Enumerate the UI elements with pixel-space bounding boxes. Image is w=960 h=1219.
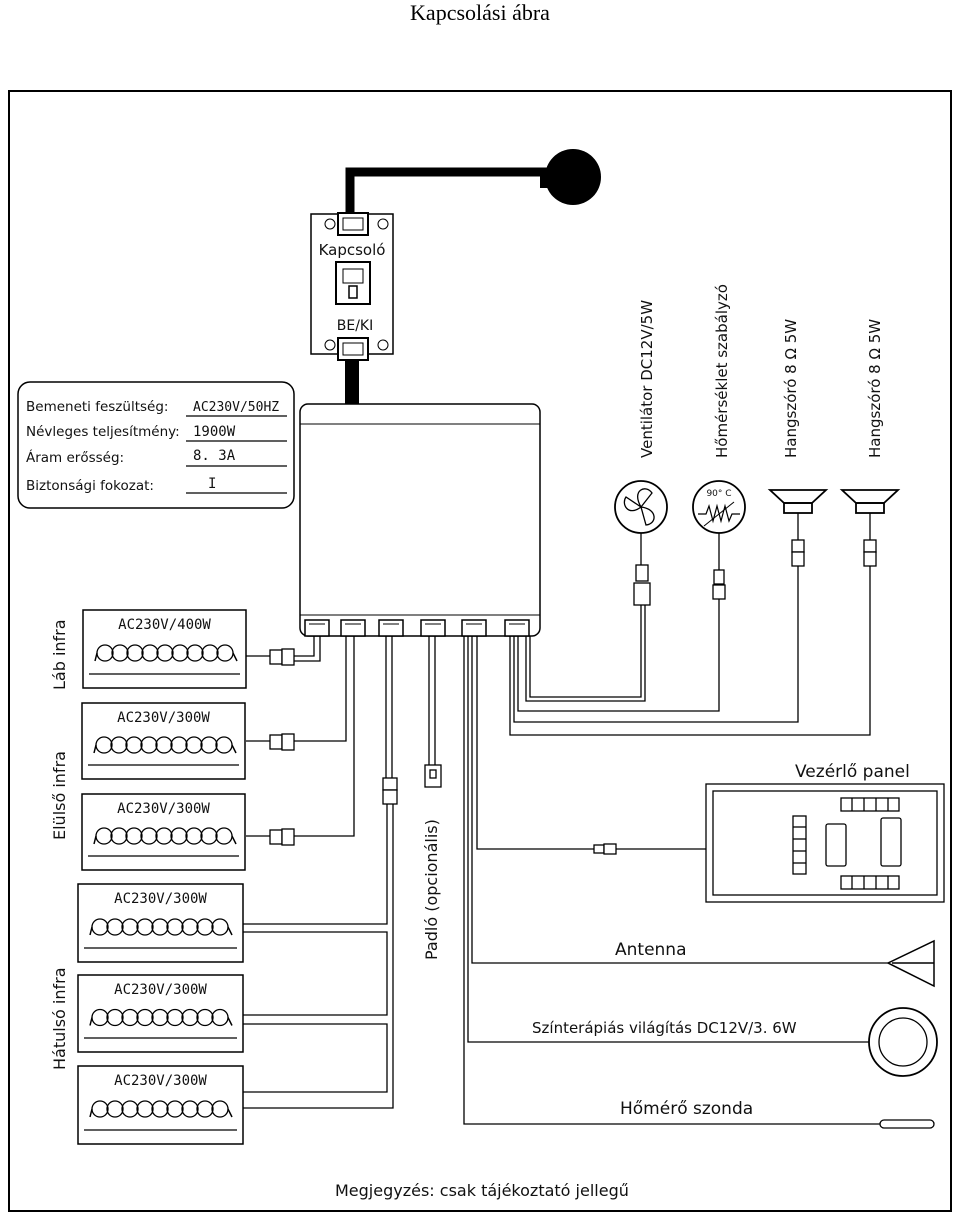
- controller-box: [299, 403, 541, 637]
- spec-value-power: 1900W: [193, 424, 236, 440]
- light-icon: [868, 1007, 938, 1077]
- panel-wire: [476, 636, 706, 855]
- rocker-switch: [348, 285, 358, 299]
- heater-label: AC230V/300W: [114, 982, 207, 998]
- spec-box: Bemeneti feszültség: AC230V/50HZ Névlege…: [17, 381, 295, 509]
- switch-state-label: BE/KI: [337, 318, 373, 334]
- thermostat-value: 90° C: [706, 489, 731, 499]
- speaker1-icon: [767, 489, 829, 514]
- page-title: Kapcsolási ábra: [410, 0, 550, 25]
- group-label-floor: Padló (opcionális): [422, 819, 441, 960]
- heater-element: AC230V/300W: [81, 702, 246, 780]
- speaker2-label: Hangszóró 8 Ω 5W: [866, 319, 884, 458]
- footer-note: Megjegyzés: csak tájékoztató jellegű: [335, 1181, 629, 1200]
- thermostat-icon: 90° C: [692, 480, 746, 534]
- speaker2-icon: [839, 489, 901, 514]
- heater-wires: [243, 636, 442, 1109]
- heater-element: AC230V/300W: [81, 793, 246, 871]
- diagram-frame: [8, 90, 952, 1212]
- spec-value-safety: I: [208, 476, 216, 492]
- heater-label: AC230V/300W: [114, 1073, 207, 1089]
- heater-label: AC230V/400W: [118, 617, 211, 633]
- group-label-leg: Láb infra: [50, 619, 69, 690]
- heater-element: AC230V/300W: [77, 883, 244, 963]
- fan-label: Ventilátor DC12V/5W: [638, 300, 656, 458]
- speaker1-label: Hangszóró 8 Ω 5W: [782, 319, 800, 458]
- temp-probe-icon: [879, 1119, 935, 1129]
- switch-label: Kapcsoló: [319, 241, 386, 259]
- heater-element: AC230V/400W: [82, 609, 247, 689]
- heater-label: AC230V/300W: [117, 710, 210, 726]
- heater-label: AC230V/300W: [117, 801, 210, 817]
- spec-label-safety: Biztonsági fokozat:: [26, 478, 154, 494]
- fan-icon: [614, 480, 668, 534]
- spec-label-current: Áram erősség:: [26, 449, 124, 466]
- heater-label: AC230V/300W: [114, 891, 207, 907]
- component-wires: [509, 513, 877, 736]
- thermostat-label: Hőmérséklet szabályzó: [713, 284, 731, 458]
- chromo-light-label: Színterápiás világítás DC12V/3. 6W: [532, 1019, 797, 1037]
- power-plug: [345, 149, 601, 228]
- temp-probe-label: Hőmérő szonda: [620, 1099, 753, 1119]
- switch-box: Kapcsoló BE/KI: [310, 212, 394, 361]
- spec-value-voltage: AC230V/50HZ: [193, 400, 279, 415]
- spec-label-power: Névleges teljesítmény:: [26, 424, 180, 440]
- heater-element: AC230V/300W: [77, 1065, 244, 1145]
- group-label-front: Elülső infra: [50, 751, 69, 840]
- spec-value-current: 8. 3A: [193, 448, 236, 464]
- control-panel-label: Vezérlő panel: [795, 762, 910, 782]
- antenna-icon: [886, 939, 935, 988]
- spec-label-voltage: Bemeneti feszültség:: [26, 399, 168, 415]
- heater-element: AC230V/300W: [77, 974, 244, 1053]
- control-panel: [705, 783, 945, 903]
- antenna-label: Antenna: [615, 940, 687, 960]
- group-label-rear: Hátulsó infra: [50, 967, 69, 1070]
